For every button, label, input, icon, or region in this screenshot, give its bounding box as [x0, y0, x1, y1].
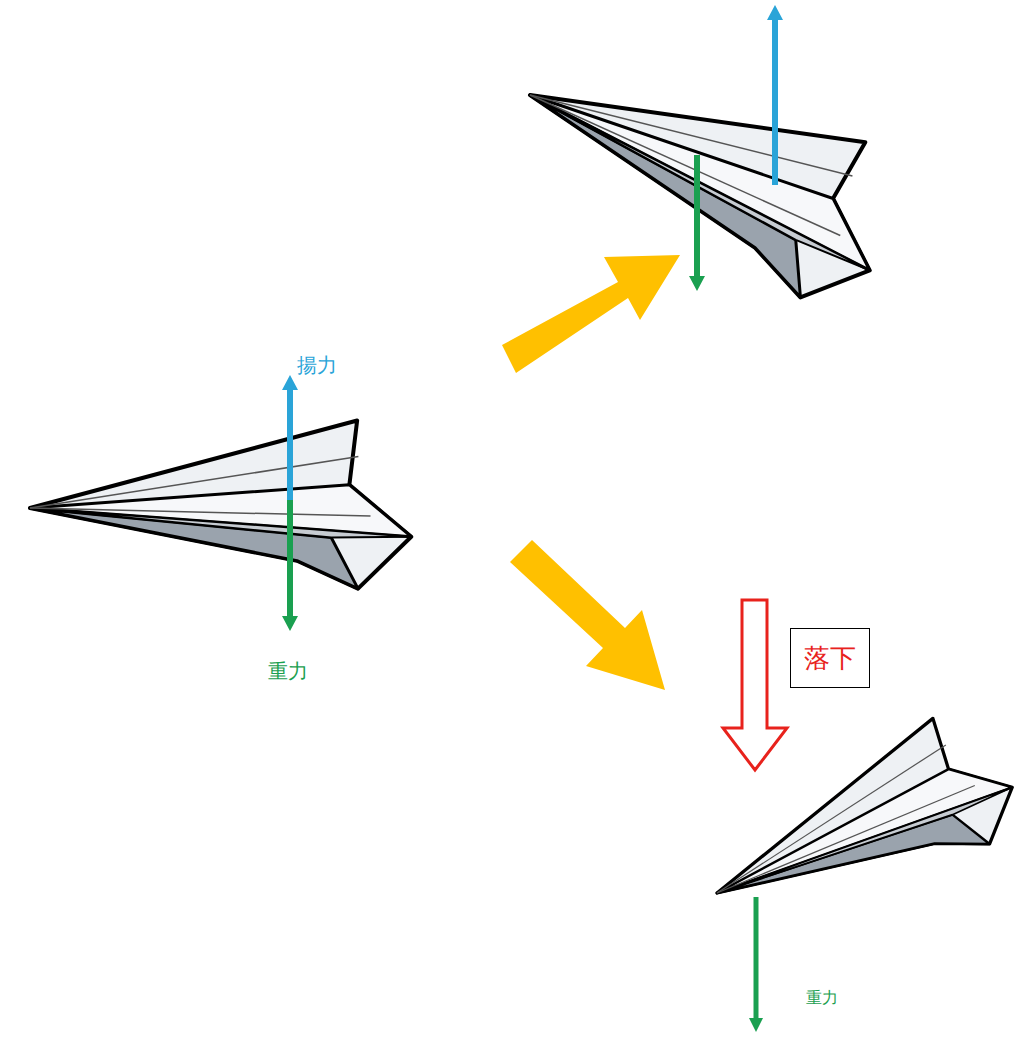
lift-arrow-head: [767, 5, 783, 20]
label-box: 落下: [790, 628, 870, 688]
gravity-arrow-head: [282, 616, 298, 631]
motion-arrow: [510, 540, 665, 690]
gravity-arrow: [754, 897, 759, 1020]
lift-arrow: [287, 388, 293, 500]
gravity-arrow: [287, 500, 293, 618]
force-label: 重力: [806, 989, 838, 1007]
force-label: 揚力: [297, 354, 337, 377]
lift-arrow-head: [282, 375, 298, 390]
lift-arrow: [772, 18, 778, 185]
paper-plane: [497, 24, 912, 317]
gravity-arrow-head: [749, 1018, 763, 1032]
paper-plane: [27, 419, 413, 600]
gravity-arrow: [694, 155, 700, 278]
force-label: 重力: [268, 660, 308, 683]
motion-arrow: [502, 255, 680, 373]
fall-arrow: [723, 600, 787, 770]
gravity-arrow-head: [689, 276, 705, 291]
fall-label: 落下: [804, 644, 856, 673]
